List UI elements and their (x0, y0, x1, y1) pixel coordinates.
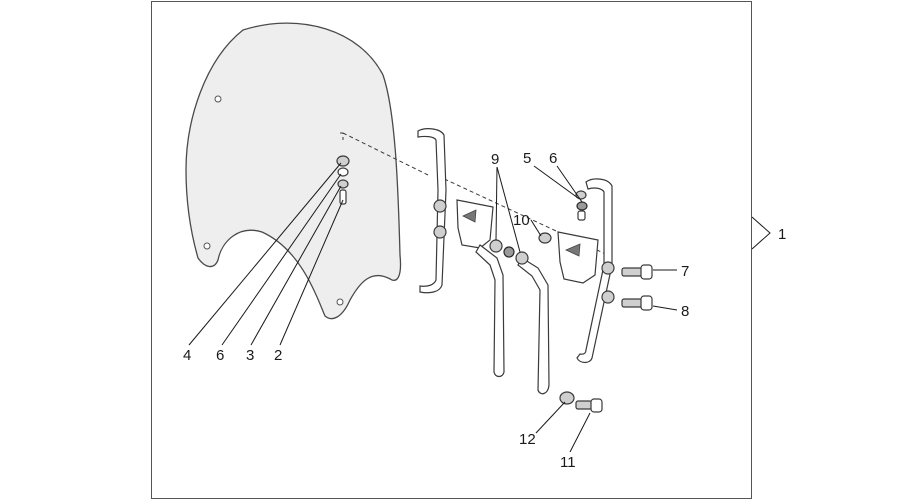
callout-6-bracket: 6 (549, 150, 557, 167)
callout-2: 2 (274, 347, 282, 364)
left-bar-bushing (433, 225, 447, 239)
callout-7: 7 (681, 263, 689, 280)
left-mounting-bracket (456, 199, 494, 249)
callout-labels: 1 2 3 4 5 6 6 7 8 9 10 11 12 (183, 150, 786, 471)
callout-1: 1 (778, 226, 786, 243)
mounting-axis-line (340, 132, 429, 176)
windshield-washer-4 (336, 155, 350, 167)
windshield-hole (203, 242, 211, 250)
callout-8: 8 (681, 303, 689, 320)
left-bracket-slot (462, 209, 477, 223)
callout-11: 11 (560, 454, 576, 471)
windshield-hole (336, 298, 344, 306)
bolt-11 (575, 398, 603, 413)
left-strut (475, 244, 505, 378)
right-bar-bushing (601, 290, 615, 304)
left-strut-nut (503, 246, 515, 258)
callout-5: 5 (523, 150, 531, 167)
callout-3: 3 (246, 347, 254, 364)
center-strut-nut (515, 251, 529, 265)
callout-6-windshield: 6 (216, 347, 224, 364)
windshield-washer-6 (337, 167, 349, 177)
bolt-8 (621, 295, 653, 311)
nut-10 (538, 232, 552, 244)
washer-6-top (576, 201, 588, 211)
windshield-screw-2 (339, 189, 347, 205)
callout-12: 12 (519, 431, 536, 448)
center-strut (517, 257, 550, 395)
leader-lines (188, 162, 771, 453)
callout-9: 9 (491, 151, 499, 168)
right-mounting-bracket (557, 231, 599, 284)
windshield-hole (214, 95, 222, 103)
right-bracket-slot (565, 243, 581, 257)
left-strut-nut (489, 239, 503, 253)
callout-10: 10 (513, 212, 530, 229)
callout-4: 4 (183, 347, 191, 364)
left-support-bar (417, 128, 447, 294)
windshield-washer-3 (337, 179, 349, 189)
washer-12 (559, 391, 575, 405)
bolt-7 (621, 264, 653, 280)
left-bar-bushing (433, 199, 447, 213)
diagram-frame (151, 1, 752, 499)
right-bar-bushing (601, 261, 615, 275)
bolt-top (577, 210, 586, 221)
mounting-axis-line-2 (437, 175, 613, 258)
windshield-screen (185, 22, 402, 320)
